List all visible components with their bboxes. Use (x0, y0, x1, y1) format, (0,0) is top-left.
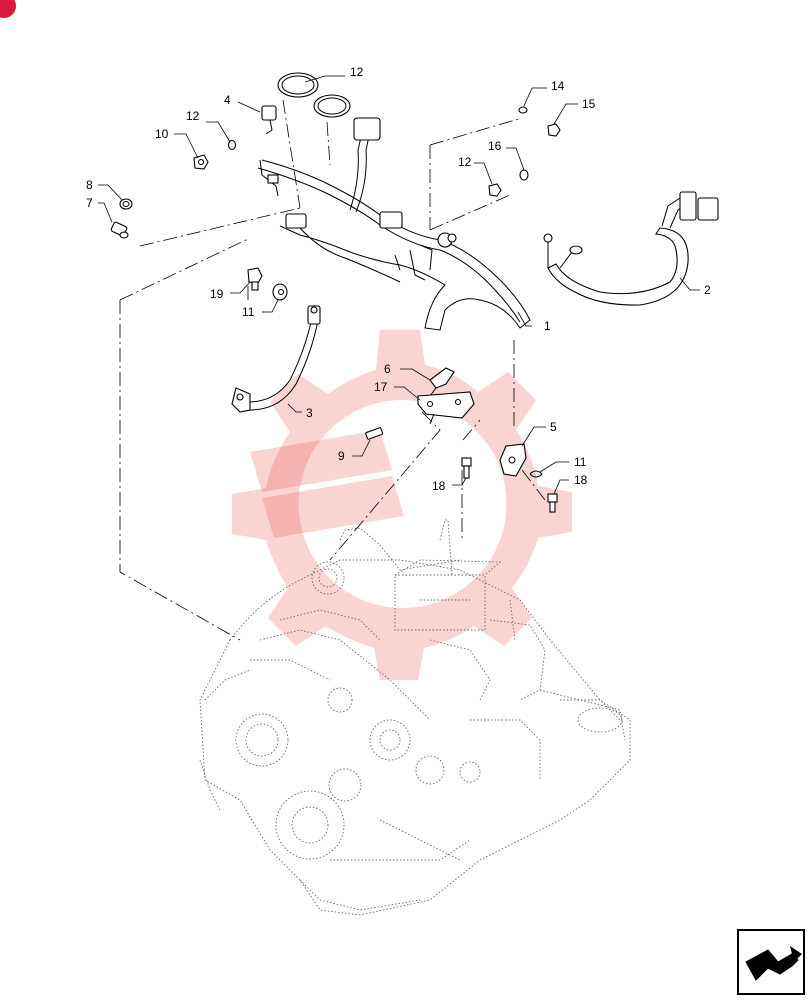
part-12-washer (227, 139, 237, 151)
part-19-bolt (247, 267, 263, 291)
part-14-washer (518, 106, 528, 114)
part-10-nut (193, 154, 209, 170)
callout-14: 14 (551, 79, 565, 93)
callout-5: 5 (550, 420, 557, 434)
part-12-nut (488, 183, 502, 197)
callout-17: 17 (374, 380, 388, 394)
engine-outline (199, 519, 631, 916)
part-9-bolt (365, 427, 384, 440)
callout-18-left: 18 (432, 479, 446, 493)
part-13-o-rings (277, 72, 351, 118)
part-18-bolt (461, 457, 472, 479)
callout-12-right: 12 (458, 155, 472, 169)
part-4-connector (261, 105, 277, 135)
corner-badge-icon (0, 0, 16, 18)
part-11-spring-washer (529, 470, 543, 478)
part-5-bracket (499, 443, 527, 477)
leader-lines (98, 75, 700, 495)
part-7-sensor (110, 221, 129, 239)
callout-8: 8 (86, 178, 93, 192)
callout-16: 16 (488, 139, 502, 153)
callout-18-right: 18 (574, 473, 588, 487)
gear-logo-watermark (232, 330, 572, 680)
callout-19: 19 (210, 287, 224, 301)
callout-4: 4 (224, 93, 231, 107)
callout-12-left: 12 (186, 109, 200, 123)
part-16-washer (519, 169, 529, 181)
part-18-bolt-right (547, 493, 558, 513)
part-17-bracket (417, 391, 475, 425)
callout-3: 3 (306, 406, 313, 420)
callout-11-upper: 11 (242, 305, 255, 319)
callout-9: 9 (338, 449, 345, 463)
part-2-harness (543, 191, 719, 306)
callout-11-lower: 11 (574, 455, 587, 469)
callout-13: 12 (350, 65, 364, 79)
part-3-ground-cable (231, 305, 321, 413)
part-1-main-harness (257, 117, 531, 331)
return-arrow-icon[interactable] (737, 929, 805, 995)
callout-6: 6 (384, 362, 391, 376)
phantom-lines (119, 99, 546, 641)
callout-10: 10 (155, 127, 169, 141)
callout-2: 2 (704, 283, 711, 297)
part-15-nut (547, 123, 561, 137)
callout-7: 7 (86, 196, 93, 210)
callout-15: 15 (582, 97, 596, 111)
callout-1: 1 (544, 319, 551, 333)
callout-labels: 12 4 12 10 8 7 14 15 16 12 1 2 3 19 11 6… (86, 65, 711, 493)
part-8-cap (119, 198, 133, 210)
part-11-washer (272, 283, 288, 301)
